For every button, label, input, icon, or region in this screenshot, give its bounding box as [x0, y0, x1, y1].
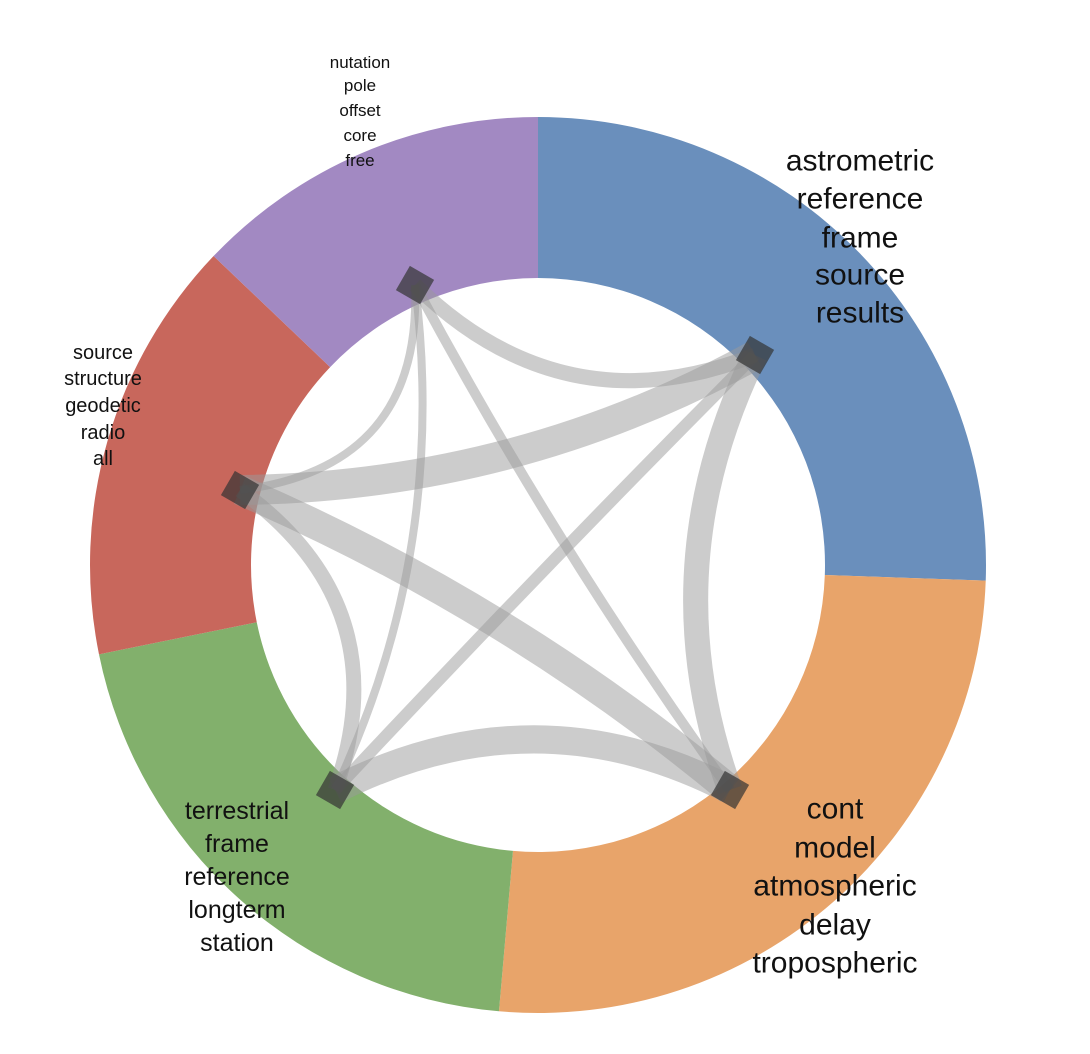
label-terrestrial-line: station — [200, 929, 274, 957]
label-terrestrial-line: longterm — [188, 896, 285, 924]
node-terrestrial — [315, 770, 355, 810]
label-astrometric-line: results — [816, 297, 904, 330]
links — [234, 279, 767, 803]
link-astrometric-atmospheric — [683, 349, 767, 795]
segment-terrestrial — [98, 622, 513, 1012]
label-astrometric-line: source — [815, 259, 905, 292]
segment-source-structure — [90, 256, 331, 655]
label-source-structure-line: all — [93, 448, 113, 470]
label-source-structure-line: radio — [81, 422, 125, 444]
labels: astrometric reference frame source results co… — [64, 53, 934, 980]
link-terrestrial-atmospheric — [328, 725, 737, 803]
segment-nutation — [213, 117, 539, 368]
label-atmospheric-line: cont — [807, 793, 864, 826]
link-nutation-astrometric — [409, 279, 758, 389]
node-source-structure — [220, 470, 260, 510]
label-source-structure-line: geodetic — [65, 395, 141, 417]
link-source-structure-terrestrial — [235, 483, 362, 793]
label-source-structure-line: source — [73, 342, 133, 364]
label-nutation-line: pole — [344, 76, 376, 95]
label-astrometric-line: frame — [822, 222, 899, 255]
node-atmospheric — [710, 770, 750, 810]
label-nutation-line: nutation — [330, 53, 391, 72]
link-astrometric-terrestrial — [330, 350, 760, 795]
label-source-structure-line: structure — [64, 368, 142, 390]
node-astrometric — [735, 335, 775, 375]
label-terrestrial-line: reference — [184, 863, 290, 891]
link-nutation-source-structure — [239, 284, 420, 494]
label-nutation-line: offset — [339, 101, 381, 120]
label-nutation-line: core — [343, 126, 376, 145]
label-astrometric-line: astrometric — [786, 145, 934, 178]
link-nutation-atmospheric — [410, 282, 735, 793]
label-atmospheric-line: tropospheric — [752, 947, 917, 980]
label-atmospheric-line: delay — [799, 909, 871, 942]
link-nutation-terrestrial — [331, 284, 427, 792]
label-atmospheric-line: atmospheric — [753, 870, 916, 903]
label-terrestrial-line: terrestrial — [185, 797, 289, 825]
label-atmospheric-line: model — [794, 832, 876, 865]
label-terrestrial-line: frame — [205, 830, 269, 858]
label-nutation-line: free — [345, 151, 374, 170]
label-astrometric-line: reference — [797, 183, 924, 216]
node-nutation — [395, 265, 435, 305]
nodes — [220, 265, 775, 810]
